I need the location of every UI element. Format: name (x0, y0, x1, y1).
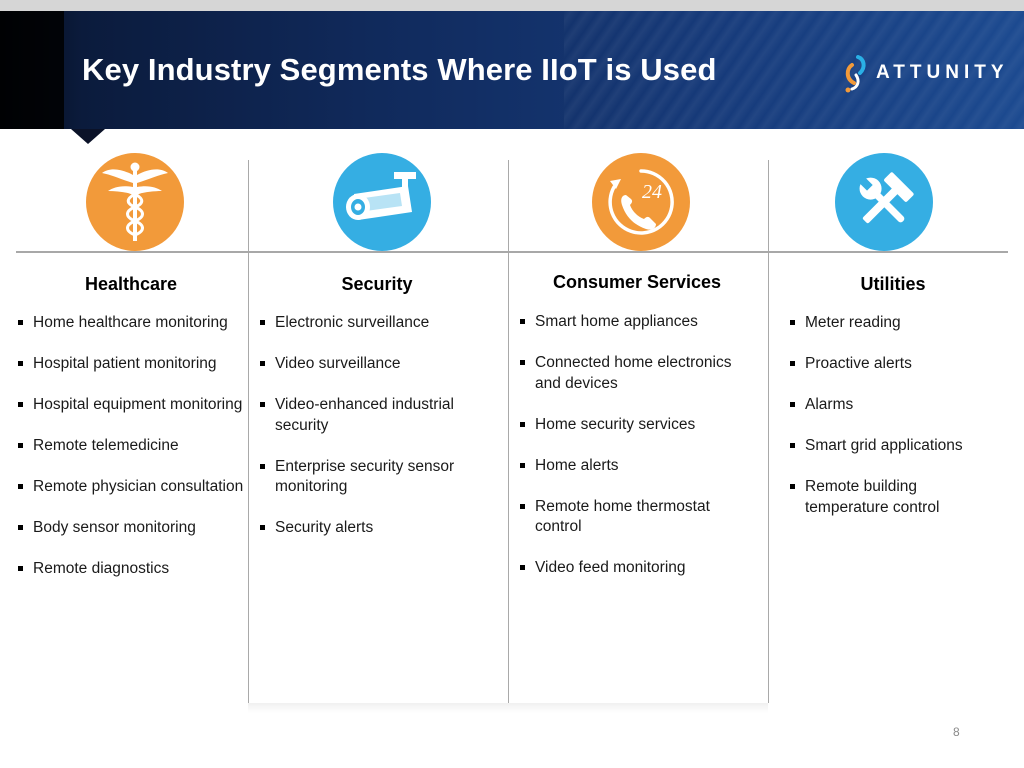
slide-title: Key Industry Segments Where IIoT is Used (82, 52, 717, 87)
list-item: Home alerts (518, 456, 756, 477)
header-black-bar (0, 11, 64, 129)
list-item: Remote telemedicine (16, 436, 244, 457)
column-divider (508, 160, 509, 703)
column-heading-security: Security (341, 274, 413, 294)
caduceus-icon (86, 153, 184, 251)
header-texture (564, 11, 1024, 129)
list-item: Hospital equipment monitoring (16, 395, 244, 416)
list-item: Smart home appliances (518, 312, 756, 333)
attunity-logo: ATTUNITY (842, 53, 1009, 93)
list-item: Remote physician consultation (16, 477, 244, 498)
consumer-services-list: Smart home appliances Connected home ele… (518, 312, 756, 599)
utilities-list: Meter reading Proactive alerts Alarms Sm… (788, 313, 998, 539)
bottom-shadow (248, 703, 768, 713)
attunity-logo-text: ATTUNITY (876, 62, 1009, 83)
list-item: Hospital patient monitoring (16, 354, 244, 375)
list-item: Home healthcare monitoring (16, 313, 244, 334)
top-strip (0, 0, 1024, 11)
healthcare-list: Home healthcare monitoring Hospital pati… (16, 313, 244, 600)
security-list: Electronic surveillance Video surveillan… (258, 313, 490, 559)
list-item: Video feed monitoring (518, 558, 756, 579)
column-heading-healthcare: Healthcare (84, 274, 178, 294)
security-camera-icon (333, 153, 431, 251)
page-number: 8 (953, 725, 960, 739)
list-item: Meter reading (788, 313, 998, 334)
wrench-hammer-icon (835, 153, 933, 251)
phone-24-icon-label: 24 (642, 181, 662, 203)
list-item: Remote diagnostics (16, 559, 244, 580)
list-item: Remote home thermostat control (518, 497, 756, 538)
column-divider (248, 160, 249, 703)
header-pointer (71, 129, 105, 144)
list-item: Video surveillance (258, 354, 490, 375)
list-item: Enterprise security sensor monitoring (258, 457, 490, 498)
list-item: Body sensor monitoring (16, 518, 244, 539)
list-item: Security alerts (258, 518, 490, 539)
list-item: Remote building temperature control (788, 477, 998, 518)
column-divider (768, 160, 769, 703)
column-heading-consumer-services: Consumer Services (552, 272, 722, 292)
column-heading-utilities: Utilities (860, 274, 926, 294)
list-item: Home security services (518, 415, 756, 436)
slide-header (0, 11, 1024, 129)
list-item: Connected home electronics and devices (518, 353, 756, 394)
list-item: Proactive alerts (788, 354, 998, 375)
list-item: Alarms (788, 395, 998, 416)
list-item: Video-enhanced industrial security (258, 395, 490, 436)
header-row-divider (16, 251, 1008, 253)
list-item: Smart grid applications (788, 436, 998, 457)
attunity-logo-icon (845, 55, 866, 93)
phone-24-icon: 24 (592, 153, 690, 251)
list-item: Electronic surveillance (258, 313, 490, 334)
